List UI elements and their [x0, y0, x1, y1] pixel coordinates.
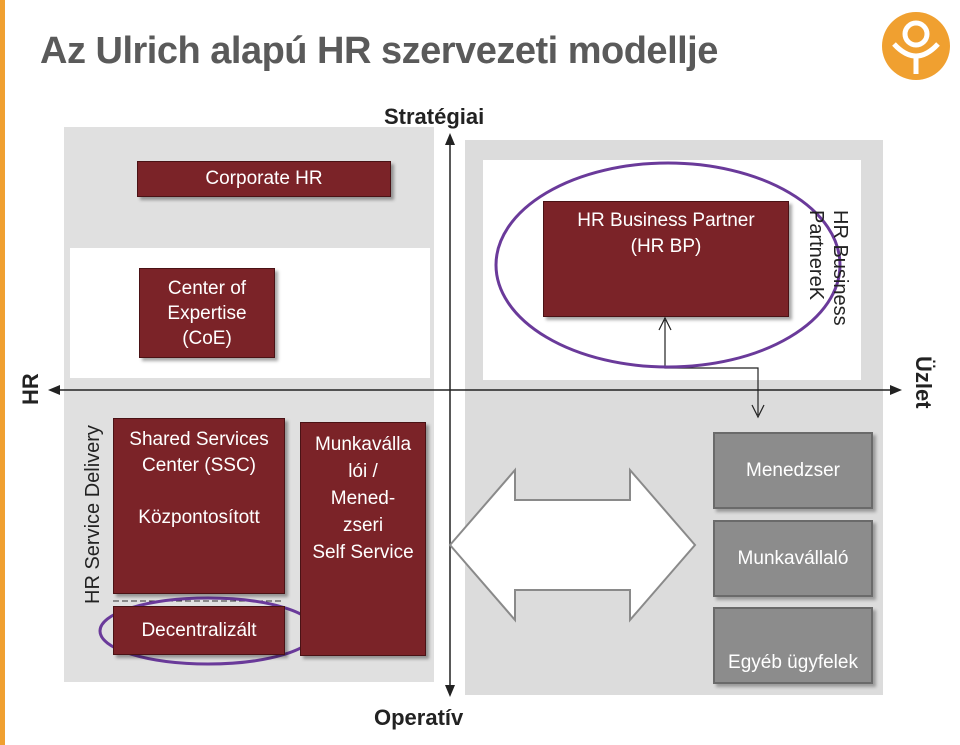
axis-label-bottom: Operatív [374, 705, 464, 730]
corporate-hr-box: Corporate HR [137, 161, 391, 197]
self-service-box: Munkaválla lói / Mened- zseri Self Servi… [300, 422, 426, 656]
manager-box: Menedzser [713, 432, 873, 509]
ssc-box: Shared Services Center (SSC) Központosít… [113, 418, 285, 594]
axis-label-left: HR [18, 373, 43, 405]
self-line-3: Mened- [330, 488, 396, 509]
self-line-2: lói / [348, 461, 378, 482]
self-line-1: Munkaválla [314, 434, 412, 455]
employee-box: Munkavállaló [713, 520, 873, 597]
ssc-line-3: Központosított [138, 507, 260, 528]
ssc-line-1: Shared Services [129, 429, 269, 450]
self-line-4: zseri [342, 515, 384, 536]
double-arrow [448, 467, 697, 623]
side-label-business-partners: HR Business PartnereK [804, 210, 852, 326]
side-label-service-delivery: HR Service Delivery [82, 425, 104, 604]
decentral-box: Decentralizált [113, 606, 285, 655]
coe-line-3: (CoE) [182, 327, 232, 349]
axis-arrow-left [48, 385, 60, 395]
accent-bar [0, 0, 5, 745]
hrbp-ellipse [494, 161, 842, 369]
connector-arrow-down [751, 404, 765, 419]
flower-logo-icon [882, 12, 950, 80]
side-label-line-2: PartnereK [805, 210, 827, 301]
hrbp-line-2: (HR BP) [630, 236, 702, 257]
side-label-line-1: HR Business [829, 210, 851, 326]
axis-label-top: Stratégiai [384, 104, 485, 129]
page-title: Az Ulrich alapú HR szervezeti modellje [40, 30, 718, 72]
coe-box-fill: Center of Expertise (CoE) [139, 268, 275, 358]
axis-arrow-top [445, 133, 455, 145]
other-clients-box: Egyéb ügyfelek [713, 607, 873, 684]
connector-line [664, 320, 759, 415]
axis-arrow-right [890, 385, 902, 395]
coe-line-1: Center of [167, 277, 247, 299]
coe-line-2: Expertise [167, 302, 247, 324]
self-line-5: Self Service [312, 542, 414, 563]
ssc-line-2: Center (SSC) [141, 455, 257, 476]
connector-arrow-up [658, 316, 672, 331]
axis-label-right: Üzlet [911, 356, 936, 409]
axis-arrow-bottom [445, 685, 455, 697]
hrbp-box: HR Business Partner (HR BP) [543, 201, 789, 317]
hrbp-line-1: HR Business Partner [577, 210, 755, 231]
